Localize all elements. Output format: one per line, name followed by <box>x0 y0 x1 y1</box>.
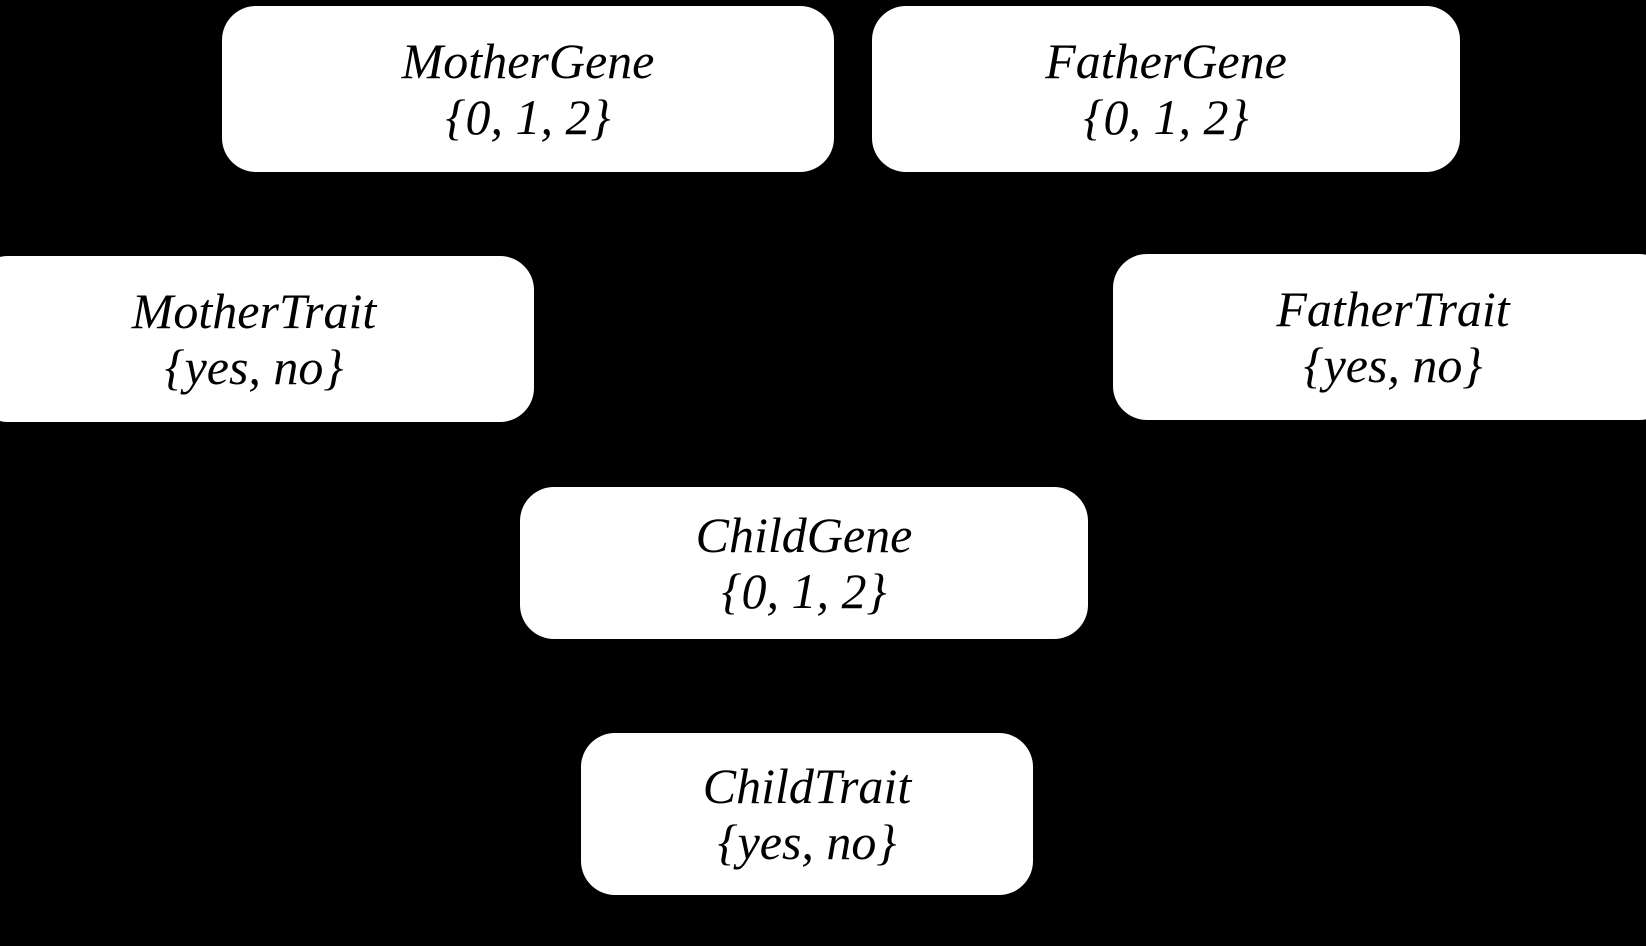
node-father-gene[interactable]: FatherGene {0, 1, 2} <box>872 6 1460 172</box>
node-child-trait-domain: {yes, no} <box>717 814 897 870</box>
node-father-trait[interactable]: FatherTrait {yes, no} <box>1113 254 1646 420</box>
node-child-gene[interactable]: ChildGene {0, 1, 2} <box>520 487 1088 639</box>
node-child-trait[interactable]: ChildTrait {yes, no} <box>581 733 1033 895</box>
node-mother-trait[interactable]: MotherTrait {yes, no} <box>0 256 534 422</box>
node-mother-gene-label: MotherGene <box>401 33 655 89</box>
node-father-trait-label: FatherTrait <box>1276 281 1510 337</box>
node-child-trait-label: ChildTrait <box>702 758 912 814</box>
node-mother-gene-domain: {0, 1, 2} <box>445 89 611 145</box>
node-mother-trait-domain: {yes, no} <box>164 339 344 395</box>
node-father-gene-domain: {0, 1, 2} <box>1083 89 1249 145</box>
node-mother-gene[interactable]: MotherGene {0, 1, 2} <box>222 6 834 172</box>
node-child-gene-domain: {0, 1, 2} <box>721 563 887 619</box>
node-father-gene-label: FatherGene <box>1045 33 1287 89</box>
node-child-gene-label: ChildGene <box>695 507 913 563</box>
node-father-trait-domain: {yes, no} <box>1303 337 1483 393</box>
node-mother-trait-label: MotherTrait <box>131 283 377 339</box>
